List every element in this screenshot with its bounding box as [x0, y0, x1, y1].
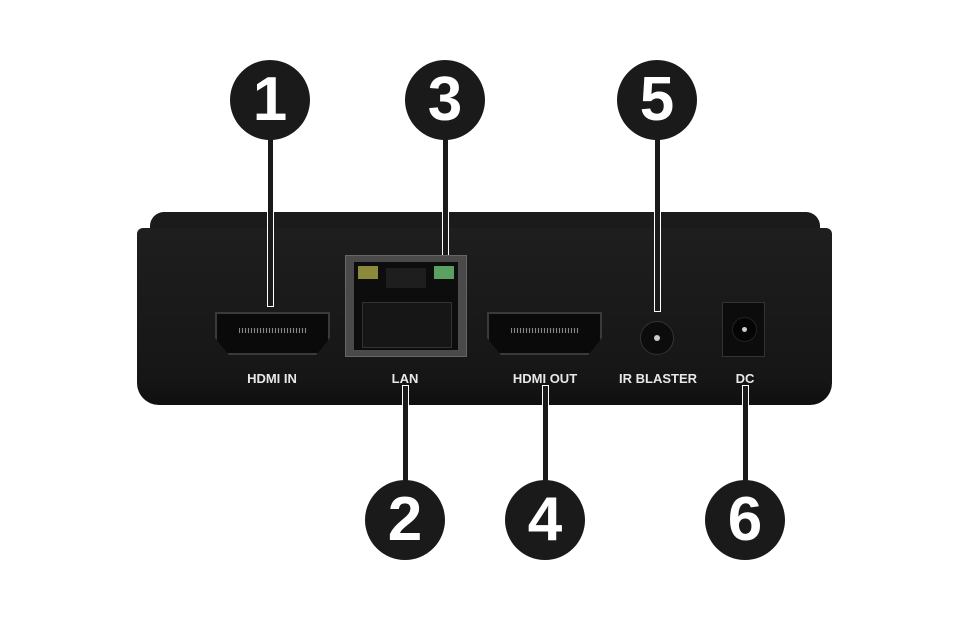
callout-6: 6 — [705, 480, 785, 560]
lan-led-left — [358, 266, 378, 279]
dc-power-port — [722, 302, 765, 357]
callout-2: 2 — [365, 480, 445, 560]
label-dc: DC — [735, 371, 755, 386]
lan-port — [345, 255, 467, 357]
leader-line-5 — [655, 130, 660, 311]
label-hdmi-in: HDMI IN — [247, 371, 297, 386]
leader-line-4 — [543, 386, 548, 486]
callout-3: 3 — [405, 60, 485, 140]
leader-line-3 — [443, 130, 448, 263]
leader-line-1 — [268, 130, 273, 306]
label-lan: LAN — [391, 371, 419, 386]
label-hdmi-out: HDMI OUT — [512, 371, 578, 386]
hdmi-out-port — [487, 312, 602, 355]
callout-5: 5 — [617, 60, 697, 140]
hdmi-in-port — [215, 312, 330, 355]
leader-line-6 — [743, 386, 748, 486]
label-ir-blaster: IR BLASTER — [619, 371, 697, 386]
ir-blaster-port — [640, 321, 674, 355]
callout-4: 4 — [505, 480, 585, 560]
leader-line-2 — [403, 386, 408, 486]
lan-led-right — [434, 266, 454, 279]
callout-1: 1 — [230, 60, 310, 140]
